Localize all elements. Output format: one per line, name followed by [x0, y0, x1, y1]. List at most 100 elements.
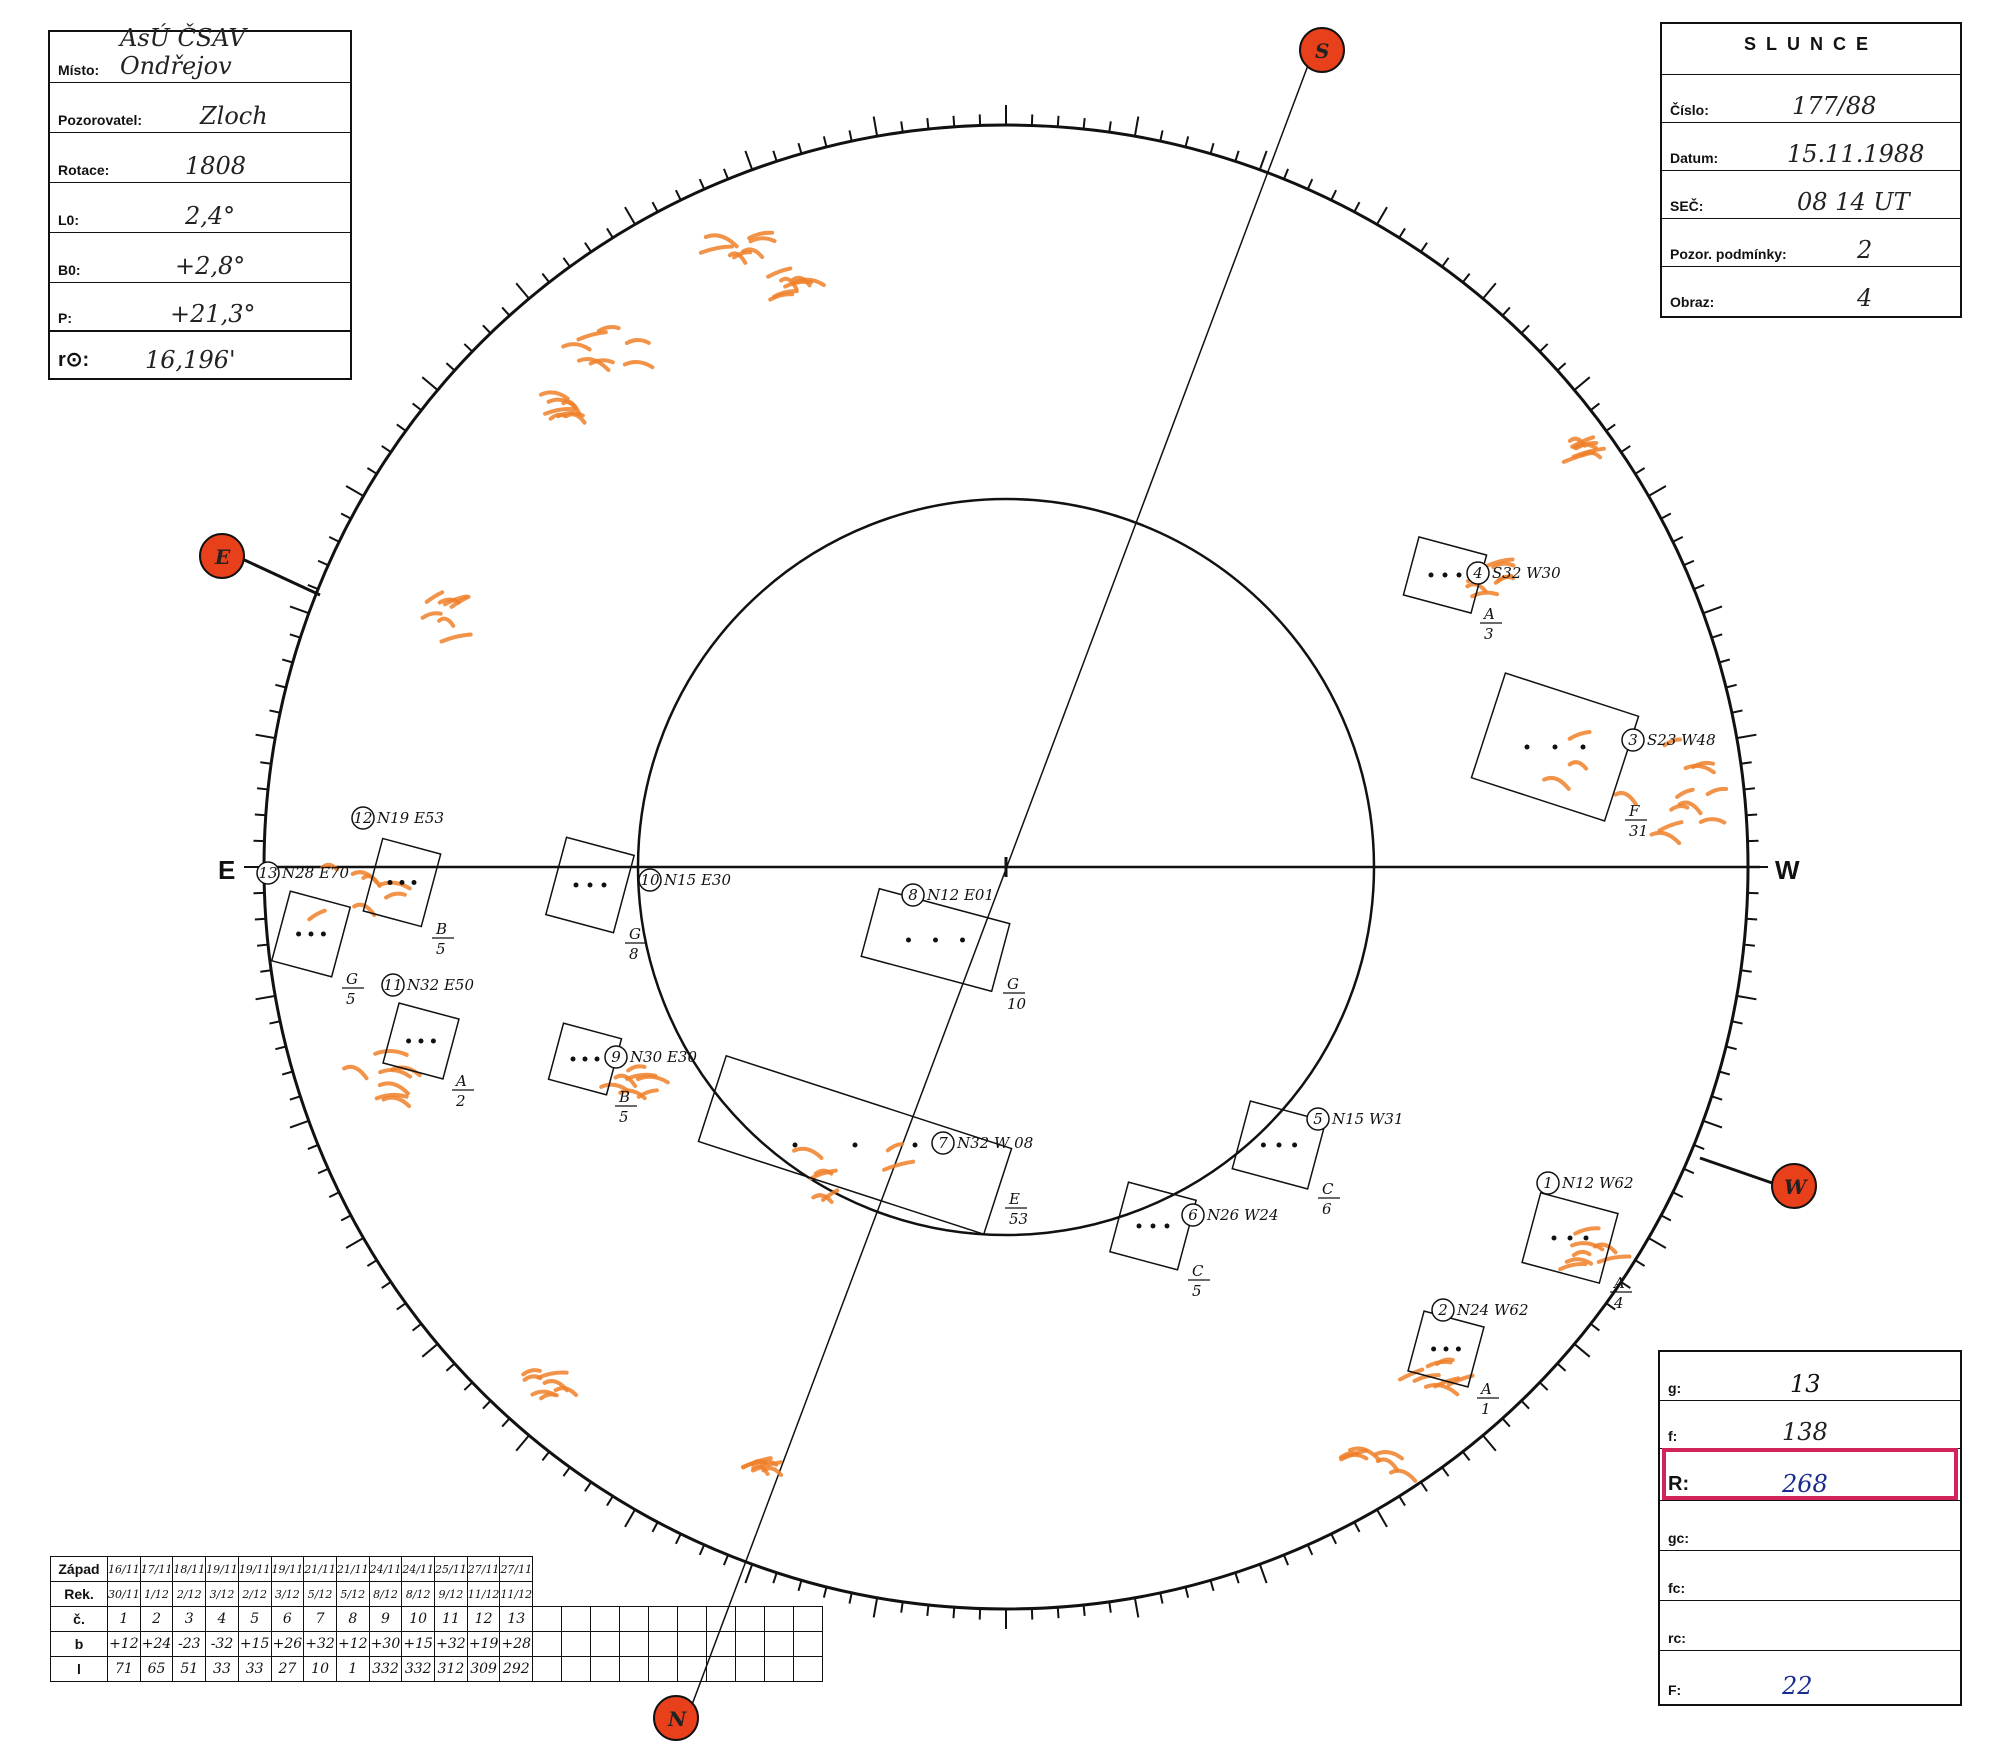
sunspot-group-box — [1231, 1100, 1327, 1190]
limb-tick — [1672, 1191, 1684, 1198]
limb-tick — [345, 1237, 364, 1249]
facula-stroke — [530, 1389, 557, 1397]
stat-row-rc: rc: — [1660, 1600, 1960, 1651]
sunspot — [1260, 1142, 1266, 1148]
sunspot — [1552, 744, 1558, 750]
group-spot-count: 4 — [1613, 1294, 1624, 1312]
group-number: 3 — [1628, 731, 1638, 749]
limb-tick — [257, 943, 269, 947]
rotation-row-label: Rek. — [50, 1581, 108, 1607]
facula-stroke — [1675, 787, 1695, 799]
group-number: 7 — [938, 1134, 948, 1152]
group-type: A — [454, 1072, 467, 1090]
facula-stroke — [772, 289, 799, 299]
limb-tick — [1702, 605, 1723, 615]
limb-tick — [328, 1191, 340, 1198]
facula-stroke — [1542, 775, 1571, 791]
info-value: +2,8° — [175, 252, 246, 280]
limb-tick — [275, 683, 287, 689]
facula-stroke — [750, 1460, 783, 1473]
marker-circle — [199, 533, 245, 579]
group-number-circle — [256, 861, 280, 885]
limb-tick — [1056, 115, 1060, 127]
facula-stroke — [1373, 1450, 1405, 1461]
limb-tick — [1234, 1572, 1240, 1584]
group-type: C — [1192, 1262, 1204, 1280]
sun-row-conditions: Pozor. podmínky: 2 — [1662, 218, 1960, 267]
group-number-circle — [638, 868, 662, 892]
facula-stroke — [437, 616, 456, 628]
statistics-box: g: 13 f: 138 R: 268 gc: fc: rc: F: 22 — [1658, 1350, 1962, 1706]
limb-tick — [515, 1434, 530, 1452]
limb-tick — [482, 1400, 492, 1410]
rotation-cell: 11 — [434, 1606, 468, 1632]
sunspot — [573, 882, 579, 888]
limb-tick — [345, 485, 364, 497]
stat-row-gc: gc: — [1660, 1500, 1960, 1551]
facula-stroke — [813, 1168, 834, 1176]
limb-tick — [317, 559, 329, 567]
facula-stroke — [1662, 737, 1683, 748]
limb-tick — [1736, 994, 1757, 1001]
group-position: N26 W24 — [1206, 1206, 1278, 1224]
rotation-cell: +15 — [401, 1631, 436, 1657]
facula-stroke — [1564, 1257, 1594, 1266]
limb-tick — [1520, 324, 1530, 334]
group-number: 6 — [1188, 1206, 1198, 1224]
sunspot-group-box — [697, 1054, 1013, 1236]
limb-tick — [275, 1045, 287, 1051]
rotation-cell: +30 — [368, 1631, 403, 1657]
limb-tick — [1634, 467, 1646, 475]
sun-value: 08 14 UT — [1797, 188, 1910, 216]
limb-tick — [952, 115, 956, 127]
group-number: 9 — [611, 1048, 621, 1066]
limb-tick — [1209, 1579, 1215, 1592]
group-number: 5 — [1313, 1110, 1323, 1128]
rotation-cell: +15 — [237, 1631, 272, 1657]
facula-stroke — [1596, 1254, 1632, 1264]
sunspot — [912, 1142, 918, 1148]
limb-tick — [1746, 813, 1758, 817]
facula-stroke — [1567, 729, 1592, 741]
info-value: +21,3° — [170, 300, 256, 328]
facula-stroke — [821, 1188, 840, 1202]
rotation-cell: 309 — [466, 1656, 501, 1682]
sunspot — [1580, 744, 1586, 750]
rotation-cell: 24/11 — [368, 1556, 403, 1582]
limb-tick — [1258, 150, 1268, 171]
info-row-p: P: +21,3° — [50, 282, 350, 332]
stat-label: F: — [1668, 1682, 1682, 1698]
info-row-l0: L0: 2,4° — [50, 182, 350, 233]
group-spot-count: 31 — [1629, 822, 1648, 840]
facula-stroke — [442, 594, 469, 607]
limb-tick — [1398, 227, 1406, 239]
group-type: A — [1482, 605, 1495, 623]
rotation-cell: 8/12 — [401, 1581, 436, 1607]
limb-tick — [1740, 969, 1752, 973]
limb-tick — [1605, 1302, 1616, 1311]
limb-tick — [482, 324, 492, 334]
limb-tick — [501, 306, 511, 317]
facula-stroke — [808, 1168, 838, 1181]
facula-stroke — [342, 1064, 369, 1081]
limb-tick — [1672, 536, 1684, 543]
facula-stroke — [1657, 820, 1684, 833]
group-spot-count: 6 — [1322, 1200, 1332, 1218]
limb-tick — [744, 150, 754, 171]
limb-tick — [872, 116, 879, 137]
facula-stroke — [1398, 1367, 1425, 1382]
stat-value: 138 — [1782, 1418, 1828, 1446]
limb-tick — [1573, 376, 1591, 391]
facula-stroke — [538, 390, 570, 401]
sunspot-group-box — [1521, 1191, 1619, 1285]
limb-tick — [848, 1592, 853, 1604]
direction-marker-s: S — [1299, 27, 1345, 73]
sun-value: 15.11.1988 — [1787, 140, 1925, 168]
facula-stroke — [307, 908, 327, 922]
observation-info-box: Místo: AsÚ ČSAV Ondřejov Pozorovatel: Zl… — [48, 24, 352, 380]
stat-label: fc: — [1668, 1580, 1686, 1596]
sun-label: Obraz: — [1670, 294, 1715, 310]
